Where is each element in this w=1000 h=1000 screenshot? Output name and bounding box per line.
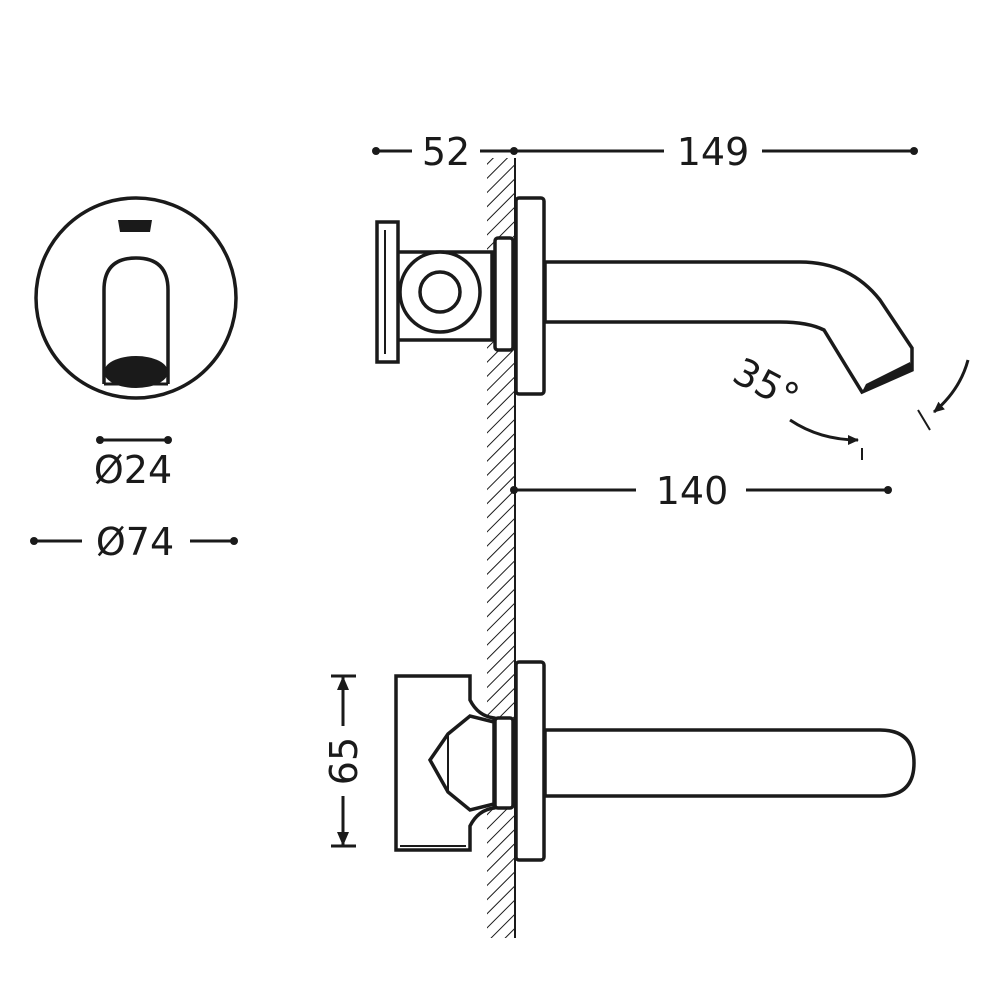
spout-side [543, 260, 914, 395]
spout-outlet-front [102, 256, 170, 384]
reach-dimension-line: 140 [510, 469, 892, 513]
spout-reach-label: 140 [656, 469, 729, 513]
top-dimension-line: 52 149 [372, 130, 918, 174]
spout-aerator-side [862, 362, 912, 392]
spout-total-label: 149 [677, 130, 750, 174]
spout-flange-top [514, 660, 546, 862]
outlet-aerator [104, 356, 168, 388]
side-view [375, 196, 914, 396]
spout-top [543, 728, 916, 798]
brand-logo-mark [118, 220, 152, 232]
handle-cross-top [427, 714, 496, 812]
cross-handle-side [375, 220, 400, 364]
wall-projection-label: 52 [422, 130, 470, 174]
spout-flange [514, 196, 546, 396]
outlet-diameter-label: Ø24 [94, 448, 172, 492]
handle-hub-inner [418, 270, 462, 314]
handle-escutcheon-top [493, 716, 515, 810]
handle-height-dimension: 65 [322, 674, 366, 848]
plate-diameter-label: Ø74 [96, 520, 174, 564]
handle-escutcheon [493, 236, 515, 352]
plate-diameter-dimension: Ø74 [30, 520, 238, 564]
handle-height-label: 65 [322, 737, 366, 785]
top-view [394, 660, 916, 862]
outlet-diameter-dimension: Ø24 [94, 436, 172, 492]
angle-label: 35° [726, 349, 806, 419]
front-view [34, 196, 238, 400]
